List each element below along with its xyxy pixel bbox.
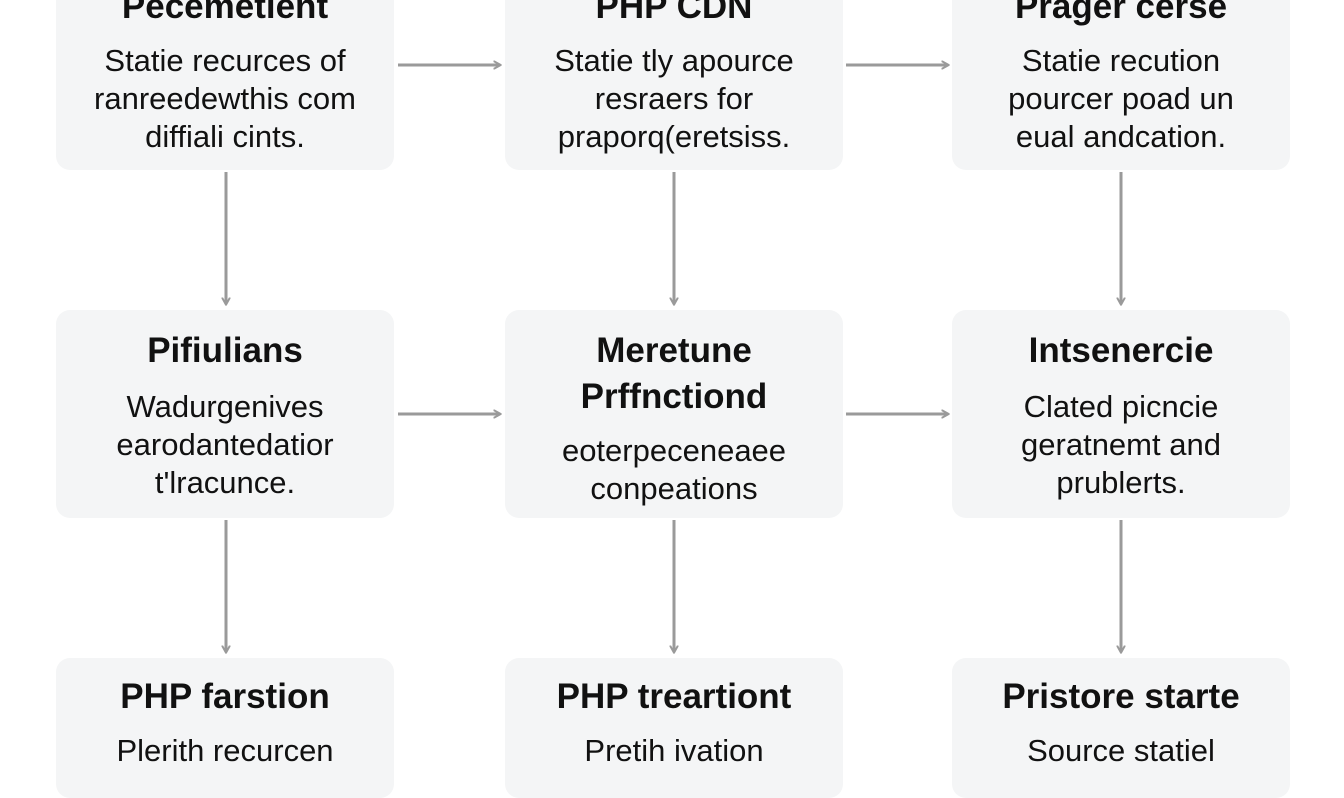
node-line: prublerts. (1056, 465, 1186, 500)
node-line: Plerith recurcen (116, 733, 334, 768)
node-description: Statie recurces of ranreedewthis com dif… (56, 42, 394, 156)
node-description: Clated picncie geratnemt and prublerts. (952, 388, 1290, 502)
node-description: Source statiel (952, 732, 1290, 770)
node-title: Pristore starte (1002, 677, 1240, 716)
node-pristore-starte: Pristore starte Source statiel (952, 658, 1290, 798)
node-description: Statie recution pourcer poad un eual and… (952, 42, 1290, 156)
node-line: Pretih ivation (584, 733, 764, 768)
node-title: PHP CDN (595, 0, 753, 26)
node-line: Source statiel (1027, 733, 1215, 768)
node-title: Intsenercie (1028, 331, 1214, 370)
node-title: Meretune Prffnctiond (580, 331, 768, 416)
node-pifiulians: Pifiulians Wadurgenives earodantedatior … (56, 310, 394, 518)
node-line: resraers for (594, 81, 754, 116)
node-line: Wadurgenives (126, 389, 324, 424)
node-pecemetient: Pecemetient Statie recurces of ranreedew… (56, 0, 394, 170)
node-description: Wadurgenives earodantedatior t'lracunce. (56, 388, 394, 502)
node-description: eoterpeceneaee conpeations (505, 432, 843, 508)
node-title: Prager cerse (1014, 0, 1228, 26)
node-title: PHP farstion (120, 677, 330, 716)
node-line: eoterpeceneaee (561, 433, 787, 468)
node-line: Clated picncie (1023, 389, 1219, 424)
node-line: ranreedewthis com (94, 81, 356, 116)
node-title: Pifiulians (147, 331, 303, 370)
node-prager-cerse: Prager cerse Statie recution pourcer poa… (952, 0, 1290, 170)
node-intsenercie: Intsenercie Clated picncie geratnemt and… (952, 310, 1290, 518)
node-description: Statie tly apource resraers for praporq(… (505, 42, 843, 156)
node-description: Plerith recurcen (56, 732, 394, 770)
node-line: Statie tly apource (554, 43, 794, 78)
node-description: Pretih ivation (505, 732, 843, 770)
node-line: geratnemt and (1021, 427, 1221, 462)
node-line: t'lracunce. (154, 465, 296, 500)
flow-diagram: Pecemetient Statie recurces of ranreedew… (56, 0, 1290, 798)
node-title: PHP treartiont (556, 677, 792, 716)
node-line: Statie recurces of (104, 43, 346, 78)
node-php-treartiont: PHP treartiont Pretih ivation (505, 658, 843, 798)
node-line: praporq(eretsiss. (557, 119, 791, 154)
node-meretune-prffnctiond: Meretune Prffnctiond eoterpeceneaee conp… (505, 310, 843, 518)
node-php-farstion: PHP farstion Plerith recurcen (56, 658, 394, 798)
node-line: conpeations (590, 471, 758, 506)
node-line: earodantedatior (116, 427, 334, 462)
node-line: pourcer poad un (1008, 81, 1234, 116)
node-line: diffiali cints. (145, 119, 305, 154)
node-line: Statie recution (1021, 43, 1221, 78)
node-line: eual andcation. (1015, 119, 1227, 154)
node-php-cdn: PHP CDN Statie tly apource resraers for … (505, 0, 843, 170)
node-title: Pecemetient (121, 0, 329, 26)
